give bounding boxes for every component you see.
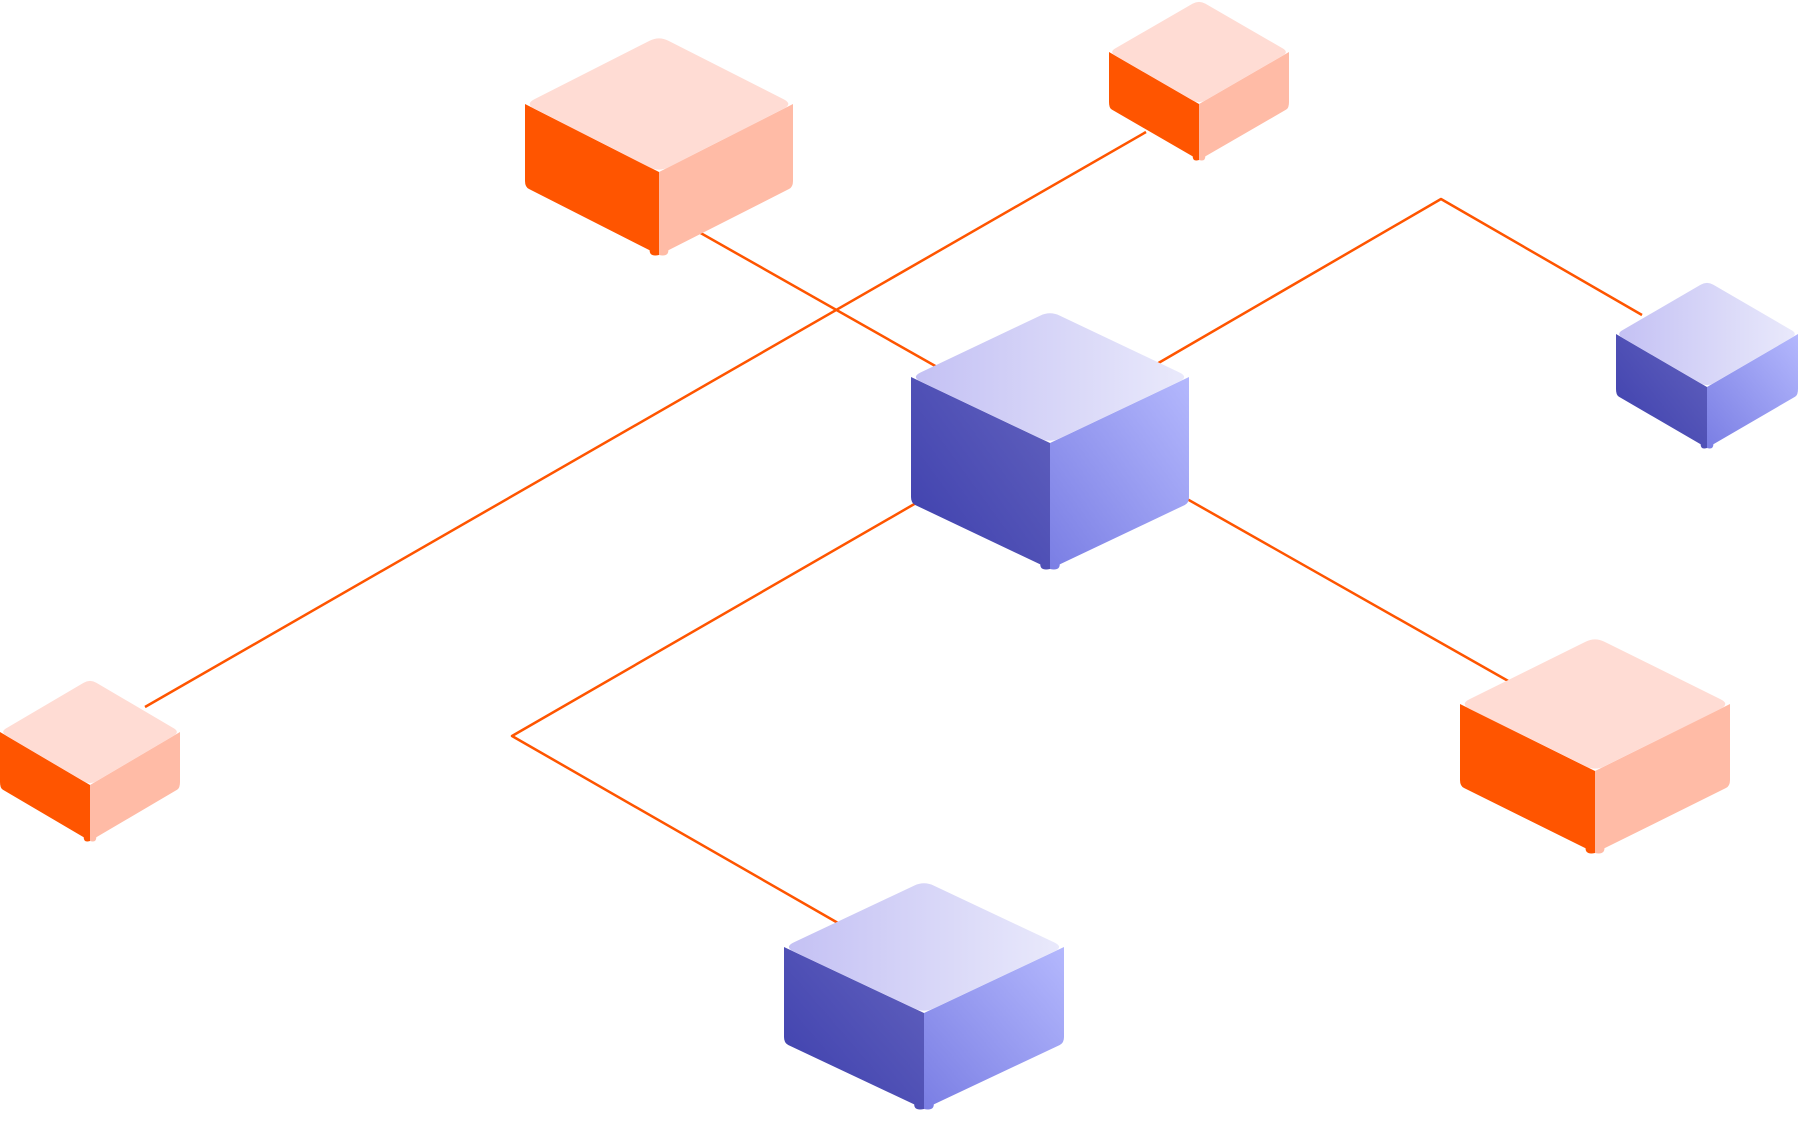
block-top-face — [1464, 639, 1726, 769]
block-top-face — [1619, 282, 1795, 386]
purple-block-right-small — [1616, 282, 1798, 449]
orange-block-top-small — [1109, 1, 1289, 161]
block-right-face — [659, 104, 793, 256]
block-top-face — [915, 313, 1185, 441]
block-left-face — [911, 377, 1050, 570]
connector-center-to-right-small — [1154, 197, 1643, 367]
block-top-face — [1112, 1, 1286, 103]
orange-block-left-small — [0, 680, 180, 842]
block-right-face — [1595, 704, 1730, 854]
block-left-face — [1109, 52, 1199, 161]
block-left-face — [1460, 704, 1595, 854]
block-top-face — [529, 38, 789, 170]
block-right-face — [924, 947, 1064, 1110]
connector-top-small-to-left-small — [144, 130, 1147, 709]
block-right-face — [1707, 334, 1798, 449]
block-right-face — [1199, 52, 1289, 161]
purple-block-bottom — [784, 883, 1064, 1110]
purple-block-center — [911, 313, 1189, 570]
block-left-face — [784, 947, 924, 1110]
blocks — [0, 1, 1798, 1110]
orange-block-right — [1460, 639, 1730, 854]
block-right-face — [90, 732, 180, 842]
connector-center-to-right — [1149, 476, 1511, 684]
connector-center-to-bottom — [510, 493, 931, 925]
orange-block-top-left — [525, 38, 793, 256]
connector-top-left-to-center — [659, 208, 961, 382]
block-left-face — [525, 104, 659, 256]
connectors — [144, 130, 1643, 925]
block-right-face — [1050, 377, 1189, 570]
block-left-face — [0, 732, 90, 842]
block-top-face — [3, 680, 177, 784]
block-top-face — [788, 883, 1060, 1011]
block-left-face — [1616, 334, 1707, 449]
